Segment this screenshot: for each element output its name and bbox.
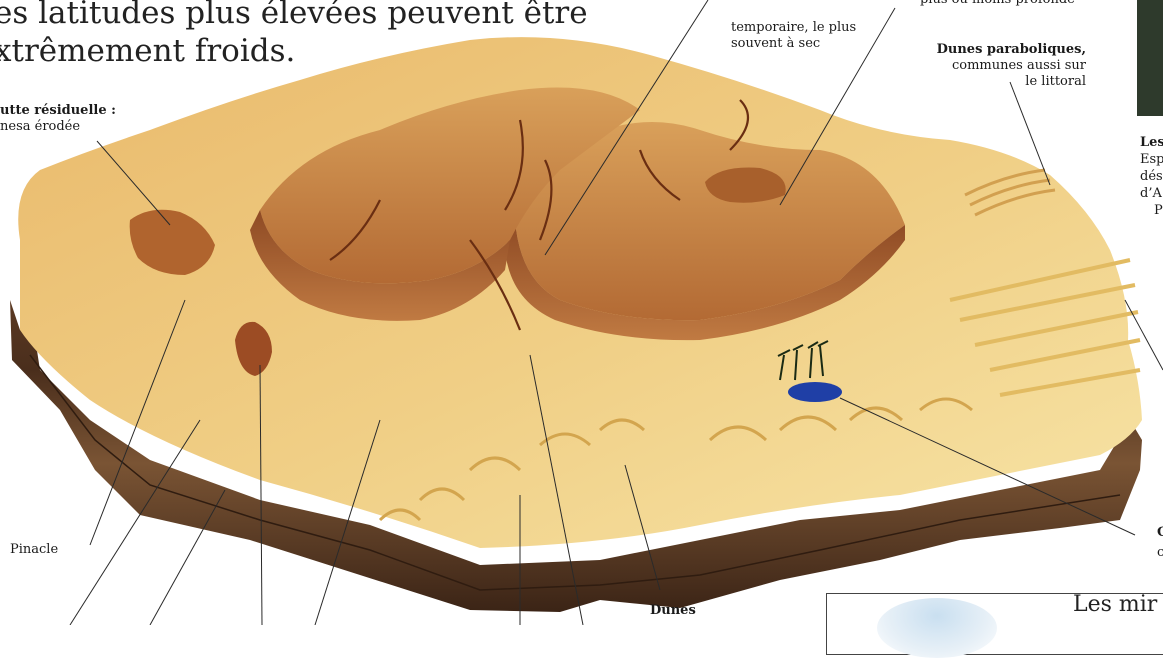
label-oued: temporaire, le plus souvent à sec	[731, 20, 856, 52]
label-dunes-paraboliques: Dunes paraboliques, communes aussi sur l…	[918, 42, 1086, 90]
label-dunes-para-line-2: communes aussi sur	[952, 58, 1086, 73]
side-caption-line-3: dés	[1140, 168, 1163, 185]
label-dunes-title: Dunes	[650, 603, 696, 618]
side-caption: Les Esp dés d’A P	[1140, 134, 1163, 219]
mirage-inset-title: Les mir	[1073, 592, 1157, 617]
label-dunes: Dunes	[650, 603, 696, 619]
label-top-partial: plus ou moins profonde	[920, 0, 1075, 8]
label-butte-residuelle: utte résiduelle : nesa érodée	[0, 103, 116, 135]
label-o-letter: c	[1157, 545, 1163, 561]
label-oued-line-1: temporaire, le plus	[731, 20, 856, 35]
label-butte-sub: nesa érodée	[0, 119, 80, 134]
label-butte-title: utte résiduelle :	[0, 103, 116, 118]
mirage-inset: Les mir	[826, 593, 1163, 655]
label-oued-line-2: souvent à sec	[731, 36, 820, 51]
label-c-letter: C	[1157, 525, 1163, 541]
mirage-inset-image	[877, 598, 997, 658]
side-caption-line-5: P	[1140, 202, 1163, 219]
side-caption-line-4: d’A	[1140, 185, 1163, 202]
label-dunes-para-line-3: le littoral	[1025, 74, 1086, 89]
oasis-water	[788, 382, 842, 402]
label-pinacle: Pinacle	[10, 542, 58, 558]
label-dunes-para-title: Dunes paraboliques,	[937, 42, 1086, 57]
side-caption-line-1: Les	[1140, 134, 1163, 151]
side-caption-line-2: Esp	[1140, 151, 1163, 168]
desert-block-diagram	[0, 0, 1163, 625]
desert-illustration-page: es latitudes plus élevées peuvent être x…	[0, 0, 1163, 625]
